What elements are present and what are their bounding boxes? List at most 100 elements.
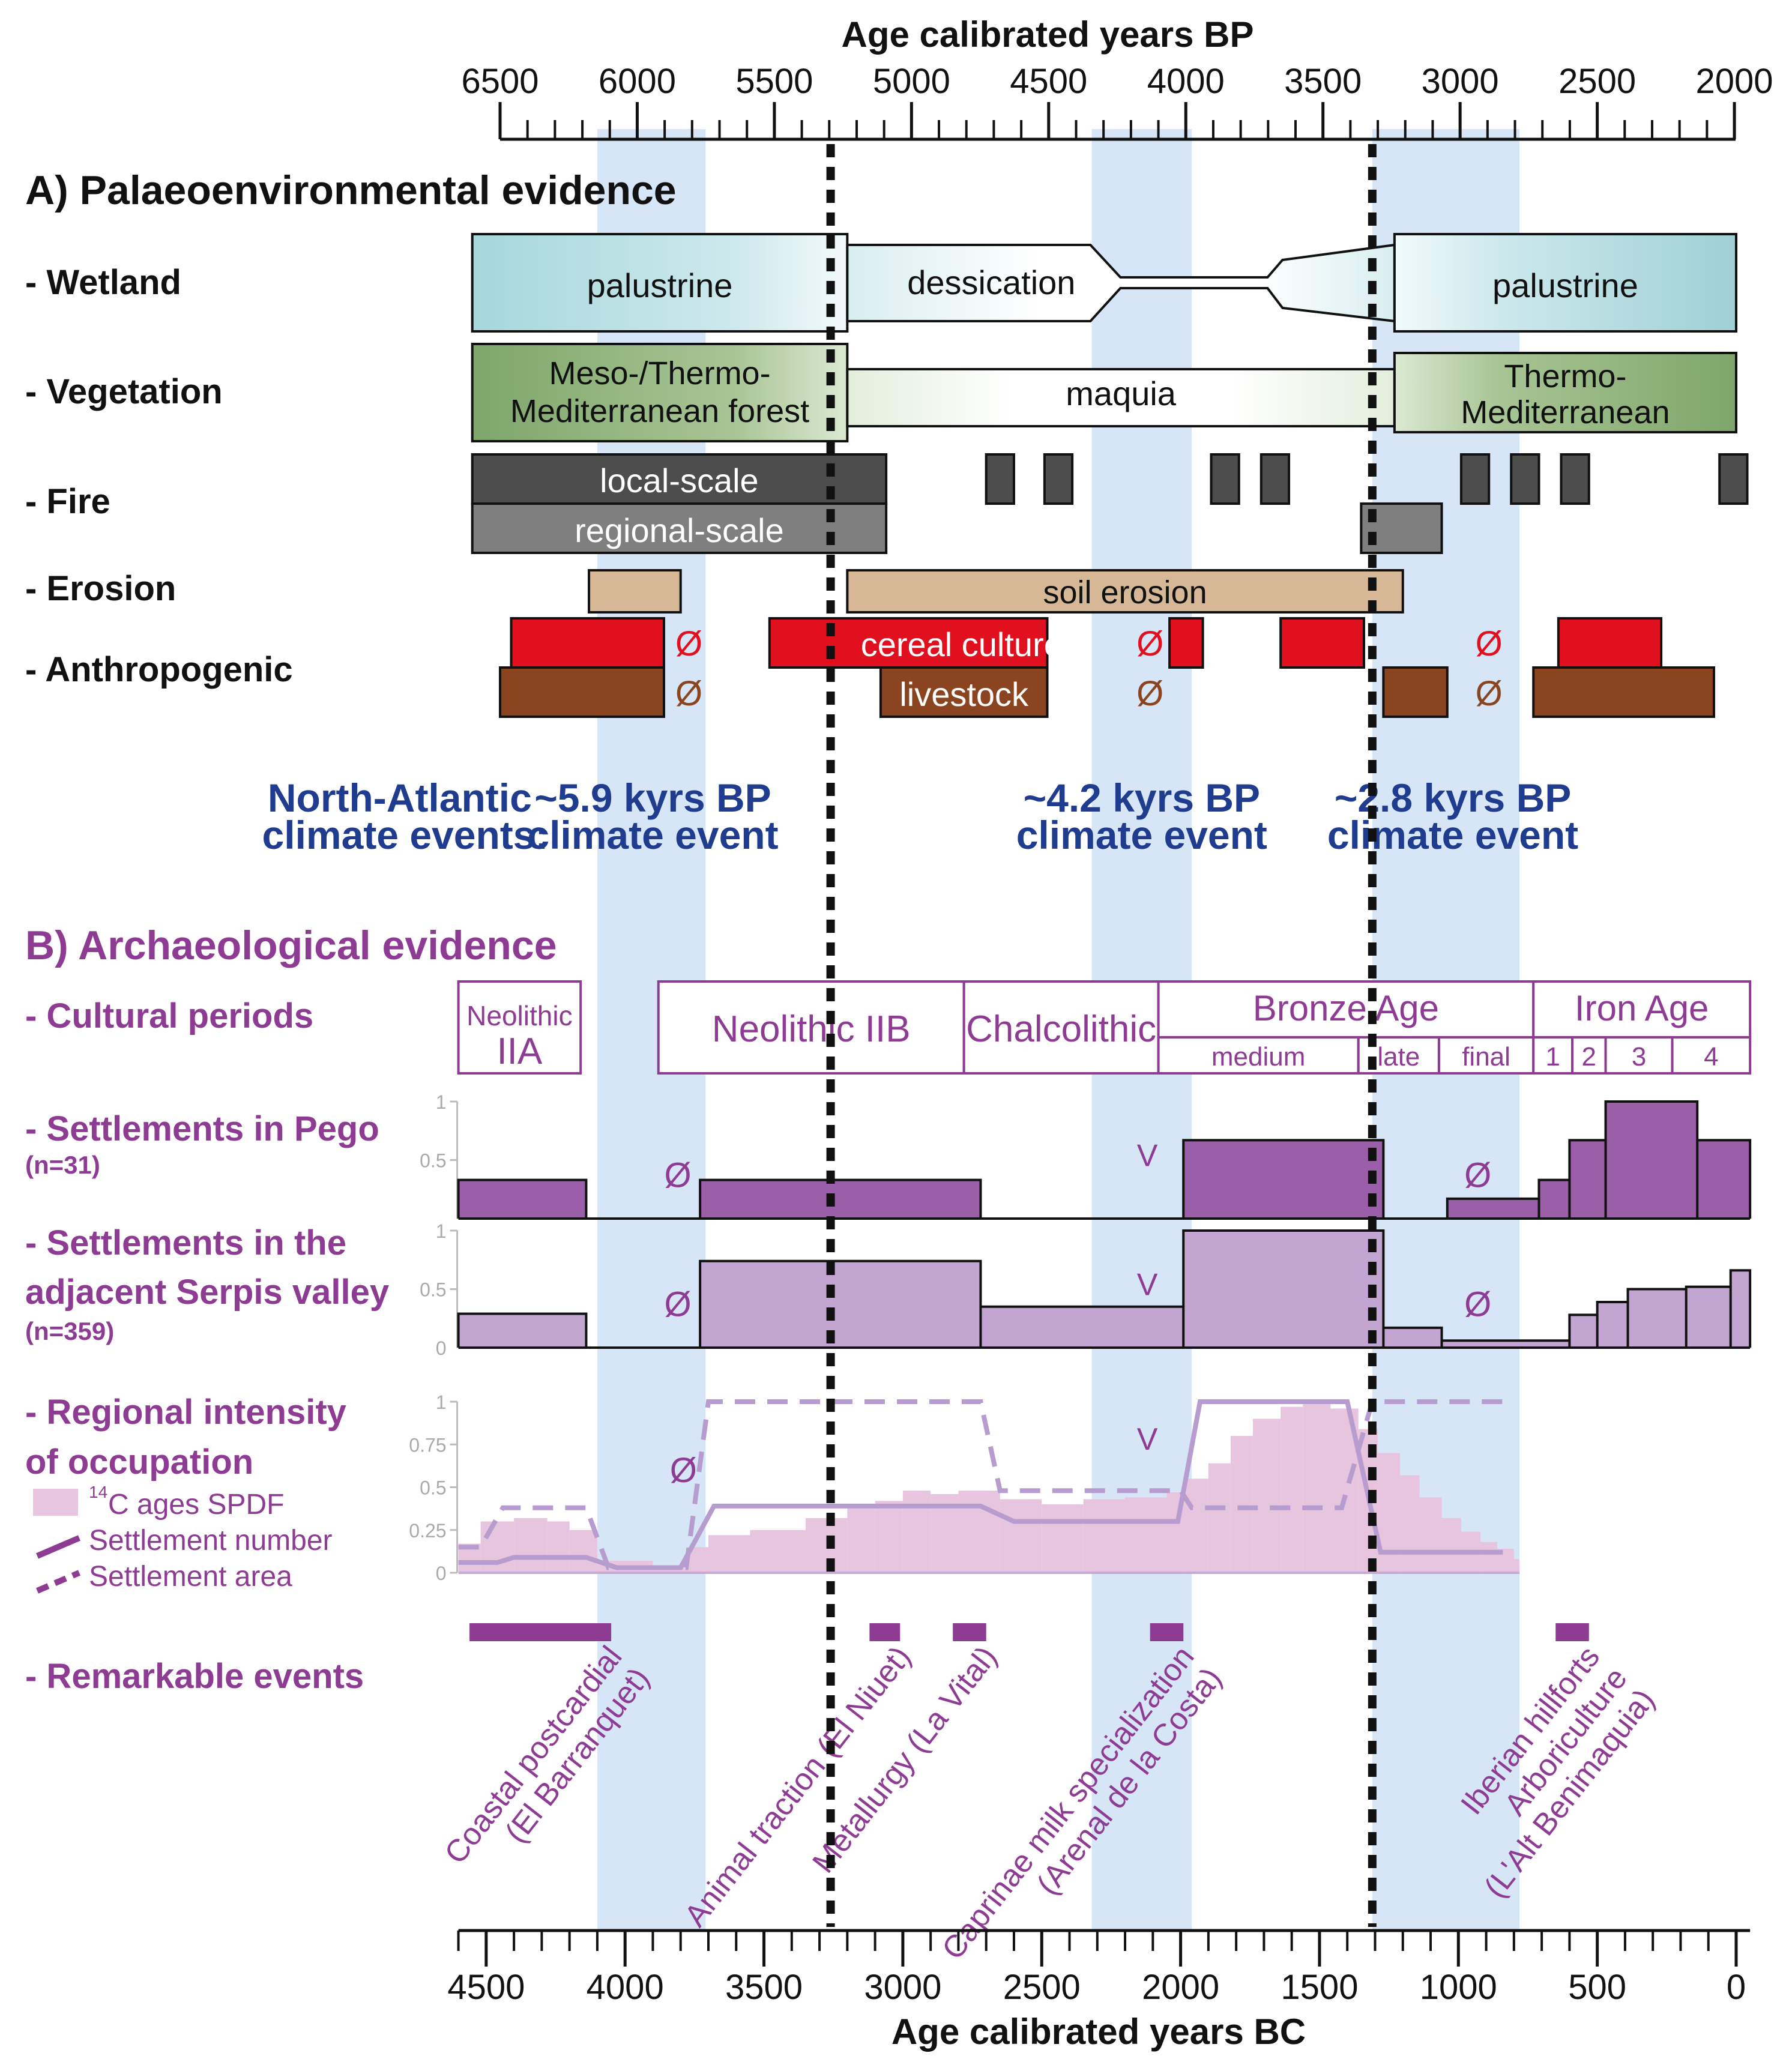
period-iron-age	[1532, 980, 1752, 1039]
fire-regional-bar	[471, 502, 888, 554]
spdf-bar	[1042, 1504, 1084, 1573]
erosion-row: soil erosion	[588, 569, 1404, 613]
event-bar	[953, 1623, 986, 1641]
section-b-title: B) Archaeological evidence	[25, 923, 557, 968]
spdf-bar	[1230, 1436, 1253, 1573]
period-label-bronze-medium: medium	[1211, 1042, 1306, 1072]
period-label-iron-sub: 1	[1545, 1042, 1560, 1072]
erosion-bar	[846, 569, 1404, 613]
spdf-bar	[708, 1535, 750, 1573]
regional-y-tick-label: 0.25	[409, 1520, 446, 1542]
climate-event-label-1: ~4.2 kyrs BP	[1024, 776, 1260, 820]
spdf-bar	[1378, 1453, 1401, 1573]
regional-y-tick-label: 0	[436, 1563, 447, 1584]
livestock-absent-symbol: Ø	[675, 674, 702, 713]
pego-step	[1697, 1140, 1751, 1219]
wetland-label-palustrine: palustrine	[587, 267, 733, 304]
livestock-bar	[879, 666, 1049, 718]
pego-step	[458, 1180, 587, 1219]
spdf-bar	[1000, 1499, 1042, 1573]
serpis-step	[1569, 1315, 1597, 1348]
spdf-bar	[1441, 1518, 1461, 1573]
spdf-bar	[1208, 1463, 1231, 1573]
serpis-absent-symbol: Ø	[1464, 1285, 1491, 1324]
cereal-bar	[1279, 617, 1365, 669]
bottom-axis-tick-label: 4000	[587, 1968, 664, 2007]
top-axis-title: Age calibrated years BP	[842, 14, 1254, 55]
spdf-bar	[1083, 1499, 1126, 1573]
row-label-pego: - Settlements in Pego	[25, 1109, 379, 1148]
serpis-step	[1383, 1327, 1442, 1348]
pego-up-marker: V	[1137, 1139, 1158, 1174]
legend-spdf-sup: 14	[89, 1483, 107, 1501]
serpis-step	[1441, 1340, 1570, 1348]
fire-local-bar	[1210, 453, 1240, 505]
row-label-regional-2: of occupation	[25, 1443, 253, 1482]
period-label-neolithic-iia-1: Neolithic	[466, 1000, 572, 1031]
fire-local-bar	[1510, 453, 1540, 505]
period-bronze-medium	[1157, 1036, 1360, 1075]
row-label-pego-n: (n=31)	[25, 1151, 100, 1179]
spdf-bar	[750, 1530, 806, 1573]
row-label-fire: - Fire	[25, 482, 110, 521]
wetland-label-palustrine-late: palustrine	[1492, 267, 1638, 304]
regional-y-tick-label: 1	[436, 1391, 447, 1413]
cereal-bar	[1168, 617, 1204, 669]
spdf-bar	[480, 1521, 514, 1573]
top-axis-tick-label: 6000	[599, 62, 676, 101]
bottom-axis-tick-label: 3500	[725, 1968, 803, 2007]
wetland-label-dessication: dessication	[907, 264, 1075, 301]
legend-number-line	[36, 1535, 80, 1559]
serpis-step	[1183, 1231, 1384, 1348]
event-bar	[869, 1623, 901, 1641]
pego-absent-symbol: Ø	[665, 1156, 692, 1195]
serpis-step	[980, 1306, 1184, 1348]
row-label-vegetation: - Vegetation	[25, 372, 223, 411]
livestock-absent-symbol: Ø	[1476, 674, 1503, 713]
period-neolithic-iia	[457, 980, 582, 1075]
erosion-bar	[588, 569, 682, 613]
wetland-row: palustrine dessication palustrine	[471, 233, 1737, 333]
spdf-bar	[875, 1501, 903, 1573]
top-axis-tick-label: 4000	[1147, 62, 1225, 101]
period-label-chalcolithic: Chalcolithic	[966, 1008, 1156, 1050]
serpis-y-tick-label: 0.5	[420, 1279, 446, 1301]
legend-area-label: Settlement area	[89, 1561, 292, 1593]
climate-event-label-2: climate event	[527, 813, 778, 857]
top-axis-tick-label: 3500	[1284, 62, 1362, 101]
period-label-bronze-late: late	[1377, 1042, 1420, 1072]
regional-y-tick-label: 0.75	[409, 1434, 446, 1456]
bottom-axis-tick-label: 2500	[1003, 1968, 1081, 2007]
serpis-outline	[457, 1229, 1752, 1349]
fire-local-bar	[1043, 453, 1074, 505]
serpis-y-tick-label: 0	[436, 1337, 447, 1359]
spdf-bar	[1303, 1402, 1331, 1573]
settlement-number-line	[458, 1399, 1503, 1570]
pego-step	[1569, 1140, 1606, 1219]
climate-event-label-2: climate event	[1327, 813, 1578, 857]
cereal-bar	[1557, 617, 1663, 669]
top-axis-tick-label: 2500	[1558, 62, 1636, 101]
top-axis-tick-label: 6500	[461, 62, 539, 101]
top-axis-tick-label: 5000	[873, 62, 950, 101]
cereal-bar	[768, 617, 1049, 669]
pego-outline	[457, 1100, 1752, 1220]
row-label-serpis-n: (n=359)	[25, 1317, 114, 1345]
row-label-anthropogenic: - Anthropogenic	[25, 650, 293, 689]
serpis-step	[1686, 1286, 1731, 1348]
vegetation-label-forest-2: Mediterranean forest	[510, 393, 809, 429]
serpis-step	[458, 1313, 587, 1348]
bottom-axis-tick-label: 2000	[1142, 1968, 1219, 2007]
top-axis-tick-label: 5500	[735, 62, 813, 101]
vegetation-segment-forest	[471, 343, 849, 442]
spdf-bar	[902, 1491, 931, 1573]
spdf-bar	[958, 1491, 1000, 1573]
top-axis: Age calibrated years BP 6500 6000 5500 5000…	[461, 14, 1773, 141]
settlement-area-line	[458, 1399, 1514, 1570]
period-label-neolithic-iib: Neolithic IIB	[712, 1008, 911, 1050]
